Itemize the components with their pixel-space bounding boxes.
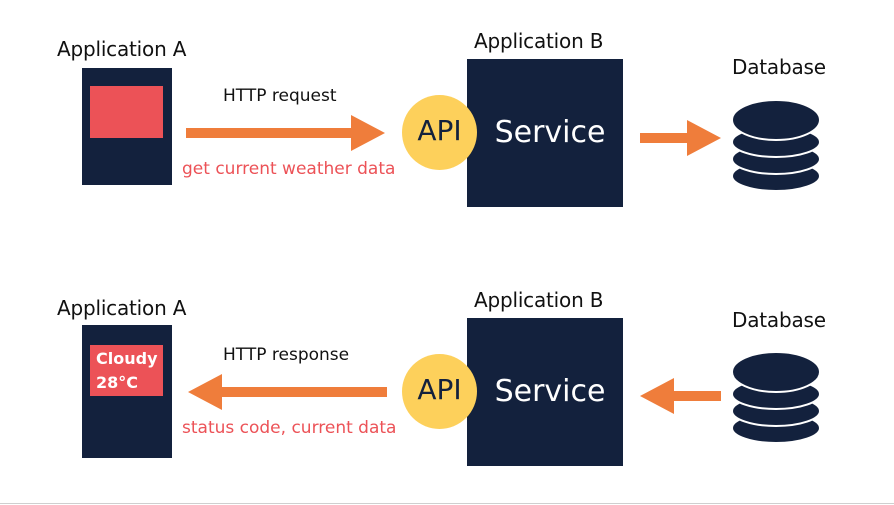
- db-arrow-icon: [640, 120, 721, 156]
- api-badge: API: [402, 95, 477, 170]
- weather-condition: Cloudy: [96, 349, 158, 368]
- server-title: Application B: [474, 29, 604, 53]
- payload-label: status code, current data: [182, 418, 397, 438]
- db-title: Database: [732, 308, 826, 332]
- bottom-divider: [0, 503, 894, 504]
- request-arrow-icon: [186, 115, 385, 151]
- api-label: API: [417, 373, 462, 406]
- api-badge: API: [402, 354, 477, 429]
- client-screen: [90, 86, 163, 138]
- client-device: Cloudy 28°C: [82, 325, 172, 458]
- client-title: Application A: [57, 296, 187, 320]
- weather-temperature: 28°C: [96, 373, 139, 392]
- client-device: [82, 68, 172, 185]
- client-title: Application A: [57, 37, 187, 61]
- response-arrow-icon: [188, 374, 387, 410]
- protocol-label: HTTP response: [223, 345, 350, 365]
- database-icon: [731, 351, 821, 444]
- service-label: Service: [494, 374, 606, 409]
- server-title: Application B: [474, 288, 604, 312]
- payload-label: get current weather data: [182, 159, 396, 179]
- db-arrow-icon: [640, 378, 721, 414]
- database-icon: [731, 99, 821, 192]
- service-label: Service: [494, 115, 606, 150]
- service-box: Service: [467, 59, 623, 207]
- api-label: API: [417, 114, 462, 147]
- client-screen: Cloudy 28°C: [90, 345, 163, 396]
- service-box: Service: [467, 318, 623, 466]
- protocol-label: HTTP request: [223, 86, 337, 106]
- db-title: Database: [732, 55, 826, 79]
